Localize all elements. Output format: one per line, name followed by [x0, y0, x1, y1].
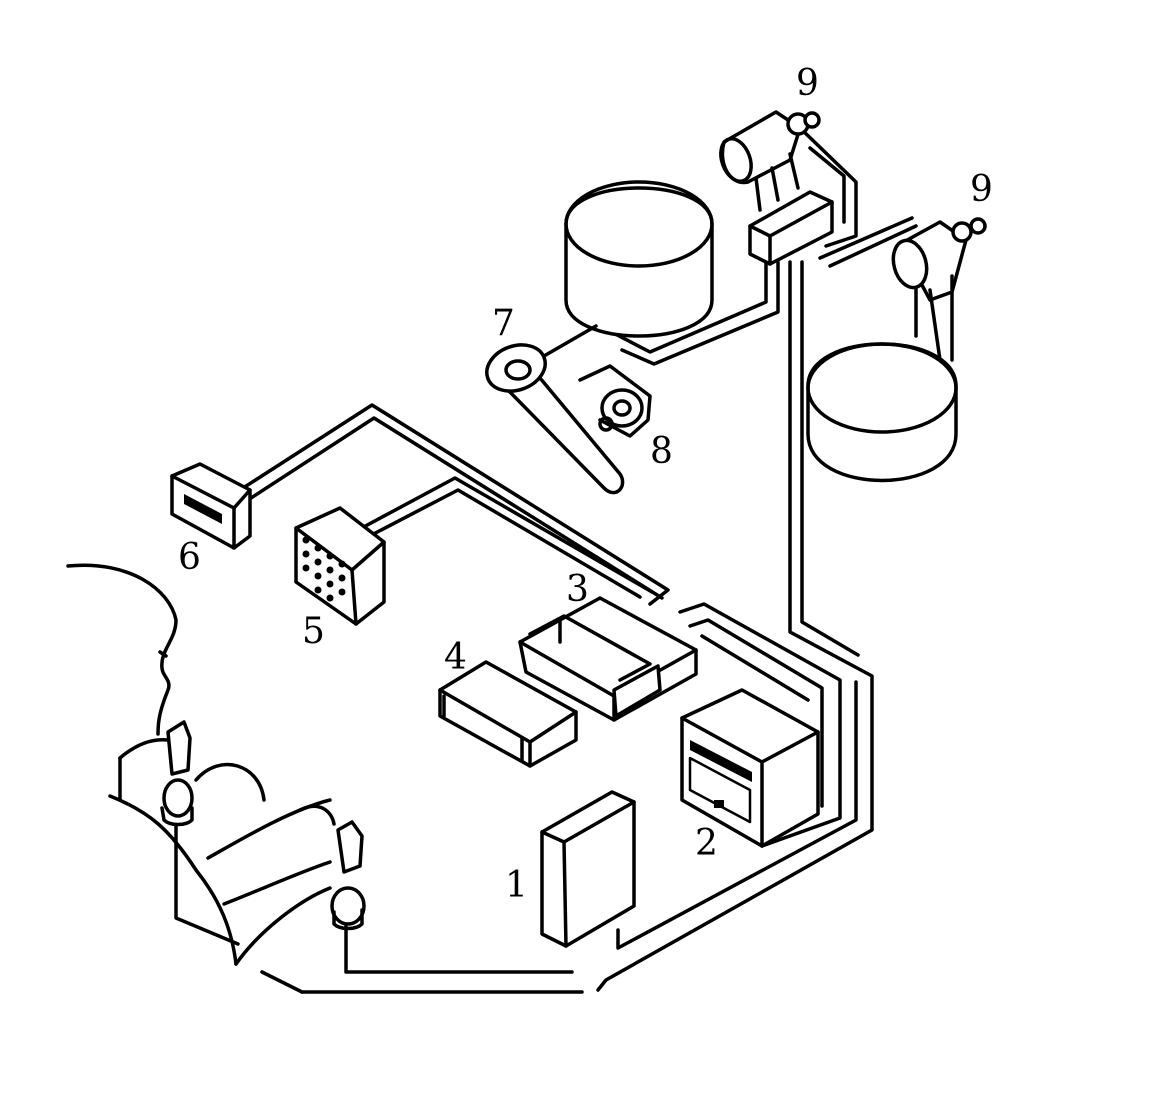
label-6: 6 [178, 537, 201, 578]
unit-4-flat-box [438, 660, 578, 768]
label-5: 5 [302, 611, 325, 652]
label-8: 8 [650, 431, 673, 472]
cable-network [174, 126, 918, 994]
label-2: 2 [695, 823, 718, 864]
label-9-top: 9 [796, 63, 819, 104]
unit-3-tray-device [518, 596, 698, 722]
panel-5-keypad [294, 506, 386, 626]
camera-7 [485, 324, 625, 495]
label-4: 4 [444, 637, 467, 678]
camera-9-right [891, 217, 987, 362]
box-6-display [170, 462, 252, 550]
drum-top-left [564, 180, 714, 338]
camera-9-top [719, 110, 821, 212]
unit-2-display-box [680, 688, 820, 848]
unit-1-cabinet [540, 790, 636, 948]
label-7: 7 [492, 303, 515, 344]
label-1: 1 [505, 865, 528, 906]
label-9-right: 9 [970, 169, 993, 210]
label-3: 3 [566, 569, 589, 610]
drum-right [806, 342, 958, 483]
operator-seat [66, 563, 366, 966]
junction-hub [748, 190, 834, 266]
camera-8 [578, 364, 652, 438]
